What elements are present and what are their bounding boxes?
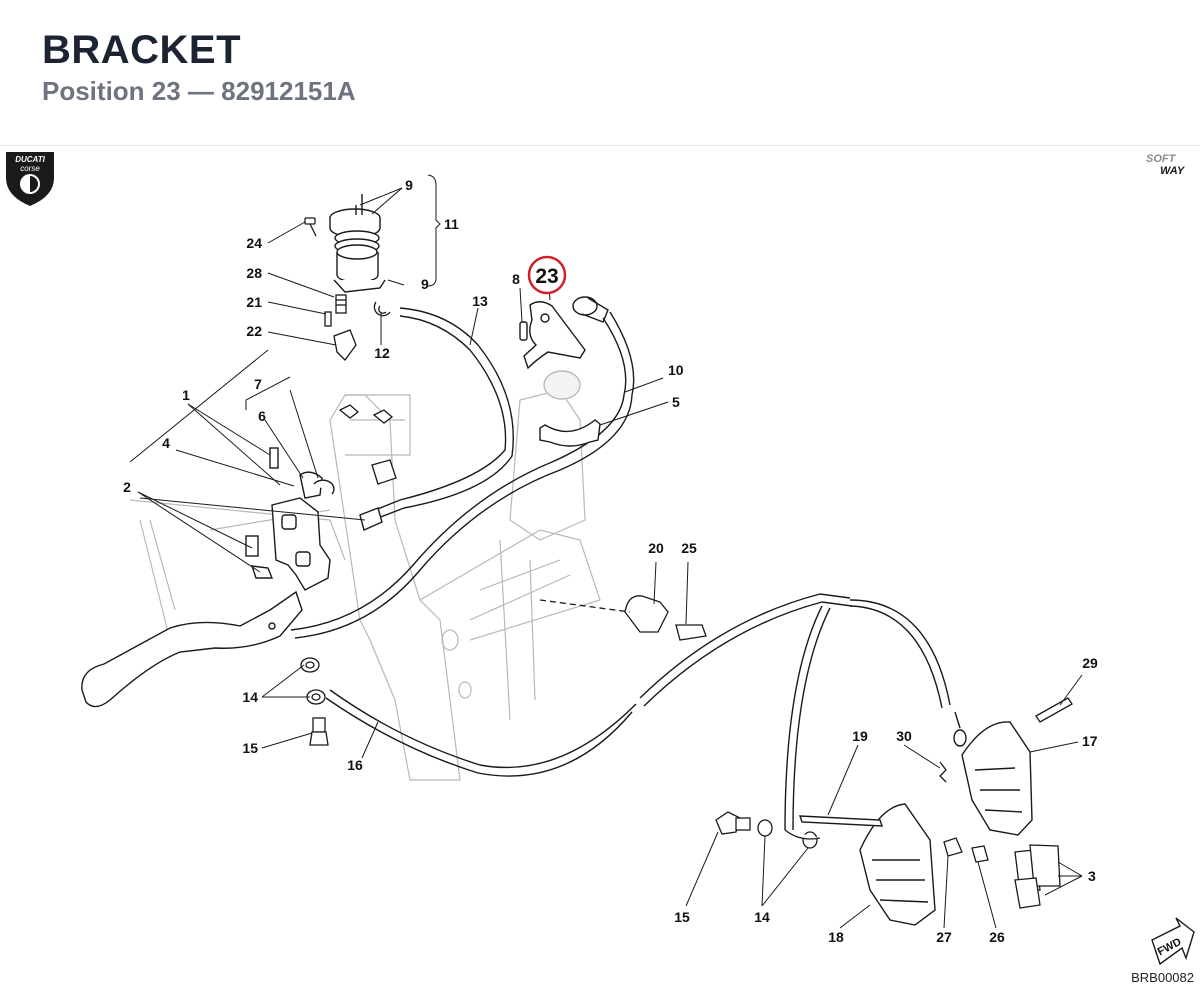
brand-line2: corse [20,164,40,173]
label-30: 30 [896,728,912,744]
label-17: 17 [1082,733,1098,749]
label-20: 20 [648,540,664,556]
highlight-number: 23 [535,265,558,288]
banjo-fittings-left [300,657,329,746]
ghost-frame [129,389,601,781]
part-labels: 9 11 9 24 28 21 22 12 13 8 10 5 1 7 6 4 … [123,177,1098,945]
brake-lever [81,590,303,708]
brake-line-lower [325,593,951,831]
highlight-circle [527,255,567,295]
label-14-right: 14 [754,909,770,925]
label-26: 26 [989,929,1005,945]
brake-master-cylinder [245,447,335,591]
small-fasteners-top [304,217,391,361]
label-13: 13 [472,293,488,309]
label-1: 1 [182,387,190,403]
brake-distributor [539,595,707,641]
highlight-callout-23[interactable]: 23 [527,255,567,295]
label-11: 11 [444,216,459,232]
label-9-top: 9 [405,177,413,193]
head-bolts [338,404,397,485]
brake-fluid-reservoir [329,194,386,293]
fwd-arrow-icon: FWD [1151,917,1195,966]
softway-logo: SOFT WAY [1142,150,1196,177]
label-29: 29 [1082,655,1098,671]
label-28: 28 [246,265,262,281]
label-12: 12 [374,345,390,361]
page-title: BRACKET [42,28,242,72]
label-16: 16 [347,757,363,773]
label-22: 22 [246,323,262,339]
ducati-corse-logo: DUCATI corse [6,152,54,206]
label-8: 8 [512,271,520,287]
label-4: 4 [162,435,170,451]
header-divider [0,145,1200,146]
banjo-fittings-right [715,811,821,849]
bracket-23 [519,301,586,400]
brand-line1: DUCATI [15,155,45,164]
clamp-5 [539,419,601,447]
label-9-bottom: 9 [421,276,429,292]
reservoir-hose [359,307,514,531]
left-caliper [799,803,936,926]
softway-line2: WAY [1160,165,1186,177]
label-24: 24 [246,235,262,251]
label-18: 18 [828,929,844,945]
document-code: BRB00082 [1131,970,1194,985]
label-3: 3 [1088,868,1096,884]
label-10: 10 [668,362,684,378]
label-15-left: 15 [242,740,258,756]
brake-line-upper [290,296,635,639]
label-6: 6 [258,408,266,424]
label-14-left: 14 [242,689,258,705]
label-19: 19 [852,728,868,744]
label-5: 5 [672,394,680,410]
label-7: 7 [254,376,262,392]
label-25: 25 [681,540,697,556]
leader-lines [129,174,1083,929]
label-2: 2 [123,479,131,495]
softway-line1: SOFT [1146,153,1177,165]
label-27: 27 [936,929,952,945]
page-subtitle: Position 23 — 82912151A [42,76,356,106]
label-15-right: 15 [674,909,690,925]
right-caliper [953,711,1033,836]
label-21: 21 [246,294,262,310]
pads-and-small-parts [939,697,1073,909]
